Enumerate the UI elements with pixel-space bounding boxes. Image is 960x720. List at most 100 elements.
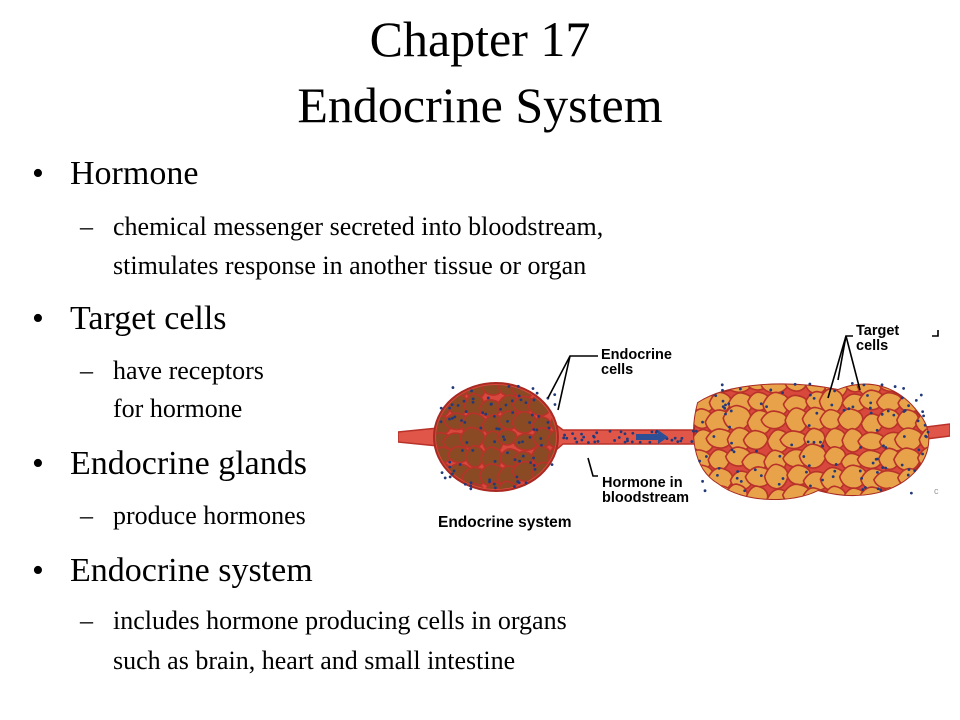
hormone-dot (460, 419, 463, 422)
hormone-dot (537, 414, 541, 418)
hormone-dot (815, 411, 819, 415)
cell-shape (436, 477, 451, 489)
cell-shape (841, 487, 867, 500)
hormone-dot (862, 383, 866, 387)
hormone-dot (781, 477, 785, 480)
hormone-dot (809, 484, 812, 488)
hormone-dot (448, 406, 451, 410)
hormone-dot (909, 491, 913, 495)
bullet-target-cells: •Target cells (32, 299, 227, 339)
hormone-dot (452, 469, 456, 473)
hormone-dot (571, 432, 575, 436)
hormone-dot (513, 485, 516, 489)
hormone-dot (439, 420, 443, 424)
hormone-dot (717, 467, 721, 470)
hormone-dot (720, 383, 724, 387)
hormone-dot (450, 403, 454, 407)
hormone-dot (517, 441, 521, 444)
bullet-dot-icon: • (32, 300, 44, 337)
hormone-dot (593, 440, 597, 444)
hormone-dot (743, 489, 747, 493)
hormone-dot (517, 481, 521, 485)
hormone-dot (923, 423, 927, 427)
hormone-dot (913, 469, 917, 473)
hormone-dot (524, 481, 528, 485)
hormone-dot (631, 431, 635, 435)
hormone-dot (830, 403, 834, 407)
hormone-dot (448, 465, 452, 469)
hormone-dot (497, 427, 501, 431)
hormone-dot (859, 445, 863, 449)
cell-shape (546, 429, 556, 449)
hormone-dot (698, 459, 702, 463)
hormone-dot (701, 420, 704, 424)
hormone-dot (869, 401, 873, 405)
hormone-dot (648, 440, 652, 444)
hormone-dots (439, 381, 930, 495)
flow-arrow-icon (636, 430, 668, 444)
hormone-dot (453, 415, 457, 419)
hormone-dot (493, 440, 496, 444)
hormone-dot (860, 476, 864, 480)
hormone-dot (721, 388, 724, 392)
hormone-dot (528, 435, 532, 439)
hormone-dot (595, 431, 599, 435)
hormone-dot (842, 408, 846, 412)
hormone-dot (471, 397, 475, 401)
hormone-dot (540, 443, 543, 447)
hormone-dot (450, 416, 454, 420)
hormone-dot (440, 471, 444, 475)
hormone-dot (730, 441, 733, 445)
hormone-dot (902, 435, 906, 438)
hormone-dot (831, 475, 835, 479)
hormone-dot (902, 387, 906, 390)
hormone-dot (592, 435, 596, 439)
hormone-dot (516, 384, 520, 388)
hormone-dot (531, 387, 535, 390)
hormone-dot (462, 399, 466, 403)
hormone-dot (443, 476, 447, 480)
hormone-dot (448, 460, 452, 464)
hormone-dot (723, 406, 727, 410)
target-cells-cluster (694, 384, 929, 500)
hormone-dot (495, 427, 499, 431)
hormone-dot (680, 436, 684, 440)
hormone-dot (714, 394, 718, 397)
hormone-dot (626, 439, 629, 443)
hormone-dot (729, 409, 733, 413)
hormone-dot (465, 441, 469, 444)
hormone-dot (517, 394, 521, 398)
cell-shape (546, 385, 556, 399)
hormone-dot (539, 437, 543, 440)
hormone-dot (493, 486, 497, 490)
hormone-dot (486, 396, 490, 400)
hormone-dot (900, 396, 904, 400)
hormone-dot (690, 440, 694, 443)
bullet-endocrine-glands: •Endocrine glands (32, 444, 307, 484)
label-hormone-bloodstream: Hormone in bloodstream (602, 475, 690, 506)
hormone-dot (882, 444, 885, 448)
hormone-dot (808, 393, 812, 397)
cell-shape (801, 487, 826, 500)
hormone-dot (655, 429, 659, 433)
hormone-dot (921, 410, 925, 414)
hormone-dot (469, 484, 473, 488)
hormone-dot (575, 440, 579, 444)
hormone-dot (833, 389, 837, 393)
cell-shape (533, 478, 556, 489)
hormone-dot (617, 436, 621, 439)
hormone-dot (900, 463, 904, 467)
cell-shape (704, 484, 734, 500)
hormone-dot (448, 475, 452, 479)
hormone-dot (861, 488, 865, 491)
hormone-dot (880, 383, 884, 387)
hormone-dot (869, 411, 873, 415)
hormone-dot (623, 432, 627, 436)
hormone-dot (503, 438, 506, 442)
hormone-dot (533, 468, 537, 471)
bullet-heading: Endocrine glands (70, 445, 307, 482)
figure-caption: Endocrine system (438, 514, 572, 531)
cell-shape (495, 480, 519, 489)
hormone-dot (922, 414, 925, 418)
hormone-dot (716, 473, 719, 477)
